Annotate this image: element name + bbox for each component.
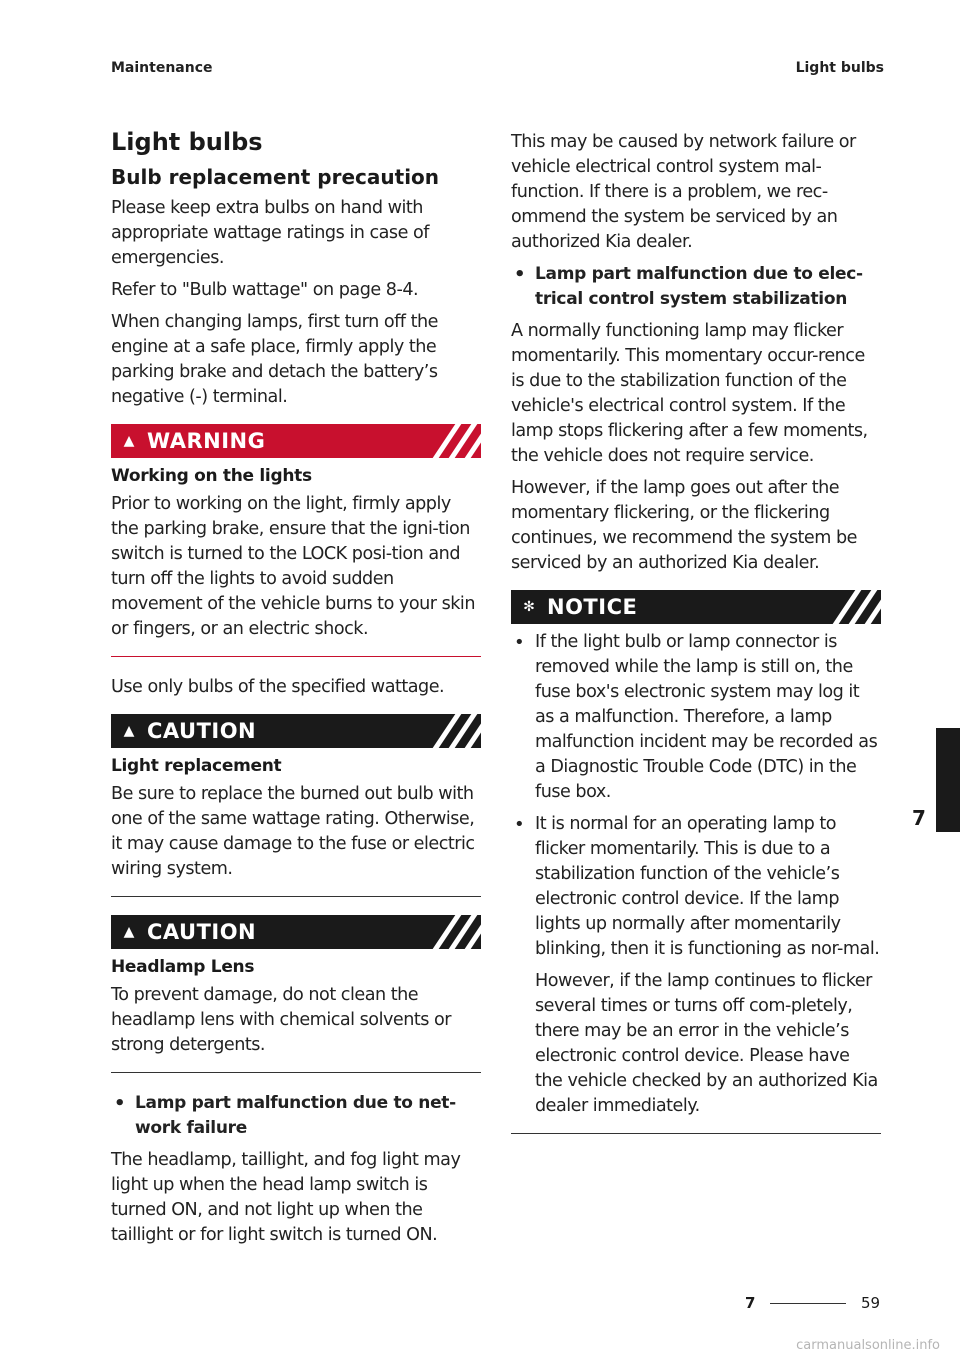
caution-banner: ▲ CAUTION <box>111 914 481 949</box>
paragraph: Please keep extra bulbs on hand with app… <box>111 197 429 268</box>
asterisk-icon: ✻ <box>523 599 535 615</box>
caution-heading: Light replacement <box>111 755 282 776</box>
banner-stripes <box>831 590 881 624</box>
chapter-tab <box>936 728 960 832</box>
warning-heading: Working on the lights <box>111 465 312 486</box>
caution-label: CAUTION <box>147 919 257 944</box>
caution-text: To prevent damage, do not clean the head… <box>111 984 452 1055</box>
running-header-section: Maintenance <box>111 60 213 76</box>
paragraph: Refer to "Bulb wattage" on page 8-4. <box>111 279 419 300</box>
notice-item: It is normal for an operating lamp to fl… <box>511 812 881 962</box>
banner-stripes <box>431 423 481 458</box>
paragraph: When changing lamps, first turn off the … <box>111 311 438 407</box>
footer-divider <box>770 1303 846 1304</box>
caution-text: Be sure to replace the burned out bulb w… <box>111 783 475 879</box>
paragraph: This may be caused by network failure or… <box>511 132 856 252</box>
bullet-heading: Lamp part malfunction due to net-work fa… <box>111 1091 481 1141</box>
paragraph: A normally functioning lamp may flicker … <box>511 321 868 466</box>
paragraph: Use only bulbs of the specified wattage. <box>111 676 445 697</box>
caution-banner: ▲ CAUTION <box>111 713 481 748</box>
divider <box>511 1133 881 1134</box>
chapter-tab-number: 7 <box>912 806 926 830</box>
notice-label: NOTICE <box>547 595 638 619</box>
banner-stripes <box>431 713 481 748</box>
notice-item-continued: However, if the lamp continues to flicke… <box>535 971 878 1116</box>
watermark: carmanualsonline.info <box>796 1338 940 1353</box>
caution-label: CAUTION <box>147 718 257 743</box>
warning-triangle-icon: ▲ <box>123 923 135 940</box>
warning-banner: ▲ WARNING <box>111 423 481 458</box>
divider <box>111 1071 481 1073</box>
bullet-heading: Lamp part malfunction due to elec-trical… <box>511 262 881 312</box>
notice-banner: ✻ NOTICE <box>511 590 881 624</box>
banner-stripes <box>431 914 481 949</box>
divider <box>111 895 481 897</box>
footer-chapter: 7 <box>745 1294 756 1312</box>
section-subtitle: Bulb replacement precaution <box>111 164 440 189</box>
notice-item: If the light bulb or lamp connector is r… <box>511 630 881 805</box>
paragraph: However, if the lamp goes out after the … <box>511 478 857 573</box>
right-column: This may be caused by network failure or… <box>511 130 881 1152</box>
warning-text: Prior to working on the light, firmly ap… <box>111 493 475 639</box>
divider <box>111 655 481 657</box>
paragraph: The headlamp, taillight, and fog light m… <box>111 1149 461 1245</box>
warning-label: WARNING <box>147 428 266 453</box>
running-header-topic: Light bulbs <box>795 60 884 76</box>
warning-triangle-icon: ▲ <box>123 432 135 449</box>
page-title: Light bulbs <box>111 128 263 156</box>
left-column: Light bulbs Bulb replacement precaution … <box>111 128 481 1255</box>
warning-triangle-icon: ▲ <box>123 722 135 739</box>
footer-page-number: 59 <box>861 1294 881 1312</box>
caution-heading: Headlamp Lens <box>111 956 255 977</box>
